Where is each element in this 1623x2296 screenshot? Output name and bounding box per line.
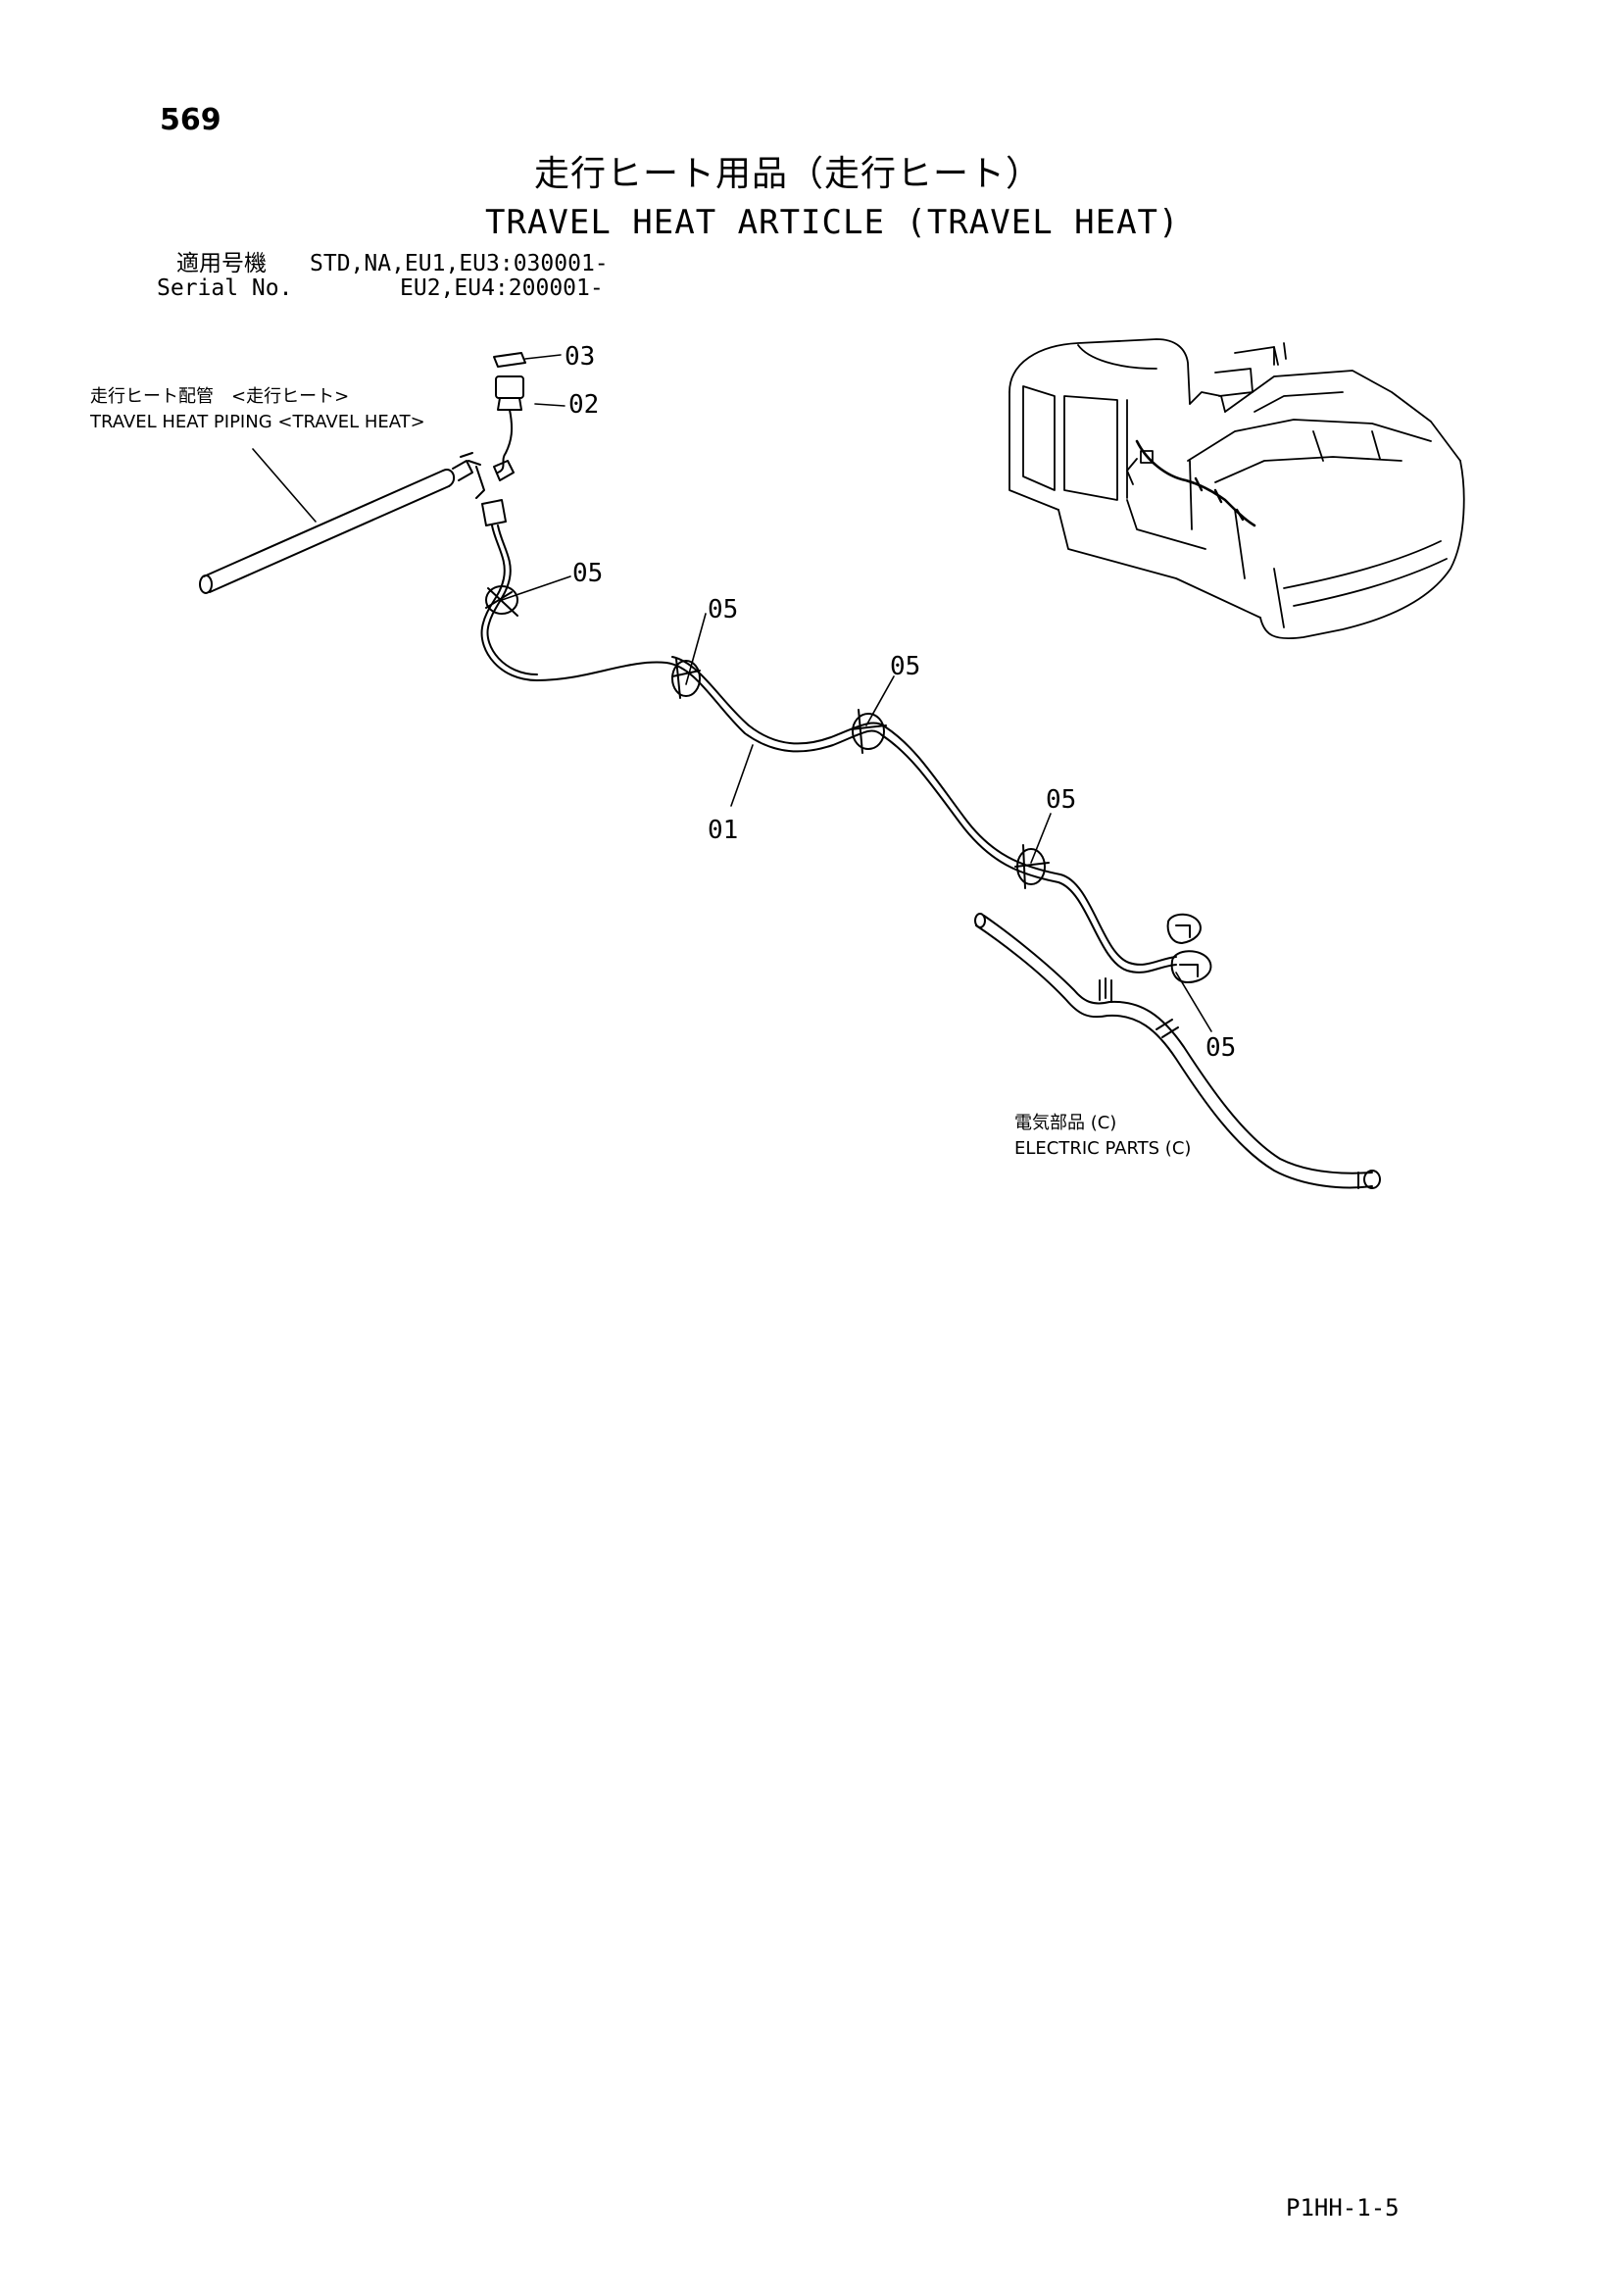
clamp-05-e — [1166, 913, 1212, 983]
piping-reference-japanese: 走行ヒート配管 <走行ヒート> — [90, 386, 350, 407]
serial-range-1: STD,NA,EU1,EU3:030001- — [310, 251, 609, 276]
callout-05-c: 05 — [890, 652, 921, 681]
page-title-japanese: 走行ヒート用品（走行ヒート） — [534, 154, 1043, 194]
clamp-05-b — [671, 658, 701, 699]
callout-05-b: 05 — [708, 595, 739, 624]
electric-reference-english: ELECTRIC PARTS (C) — [1014, 1138, 1192, 1159]
electric-parts-tube — [974, 913, 1381, 1189]
clamp-05-d — [1014, 844, 1050, 889]
page-title-english: TRAVEL HEAT ARTICLE (TRAVEL HEAT) — [485, 203, 1180, 242]
callout-01: 01 — [708, 816, 739, 845]
serial-range-2: EU2,EU4:200001- — [400, 275, 604, 301]
callout-03: 03 — [565, 342, 596, 372]
serial-label-japanese: 適用号機 — [176, 251, 267, 276]
part-03-cap — [493, 352, 526, 368]
excavator-overview — [1008, 338, 1465, 639]
page-code: P1HH-1-5 — [1286, 2194, 1400, 2221]
callout-02: 02 — [568, 390, 600, 420]
callout-05-e: 05 — [1205, 1033, 1237, 1063]
travel-heat-pipe — [199, 452, 485, 594]
leader-lines — [252, 354, 1212, 1032]
callout-05-a: 05 — [572, 559, 604, 588]
part-01-harness — [665, 656, 1177, 973]
electric-reference-japanese: 電気部品 (C) — [1014, 1113, 1117, 1133]
part-02-connector — [493, 375, 524, 481]
page-number: 569 — [160, 103, 221, 137]
clamp-05-a — [485, 585, 518, 617]
piping-reference-english: TRAVEL HEAT PIPING <TRAVEL HEAT> — [90, 412, 425, 432]
serial-label-english: Serial No. — [157, 275, 293, 301]
harness-connector — [480, 499, 667, 681]
callout-05-d: 05 — [1046, 785, 1077, 815]
clamp-05-c — [850, 709, 887, 754]
